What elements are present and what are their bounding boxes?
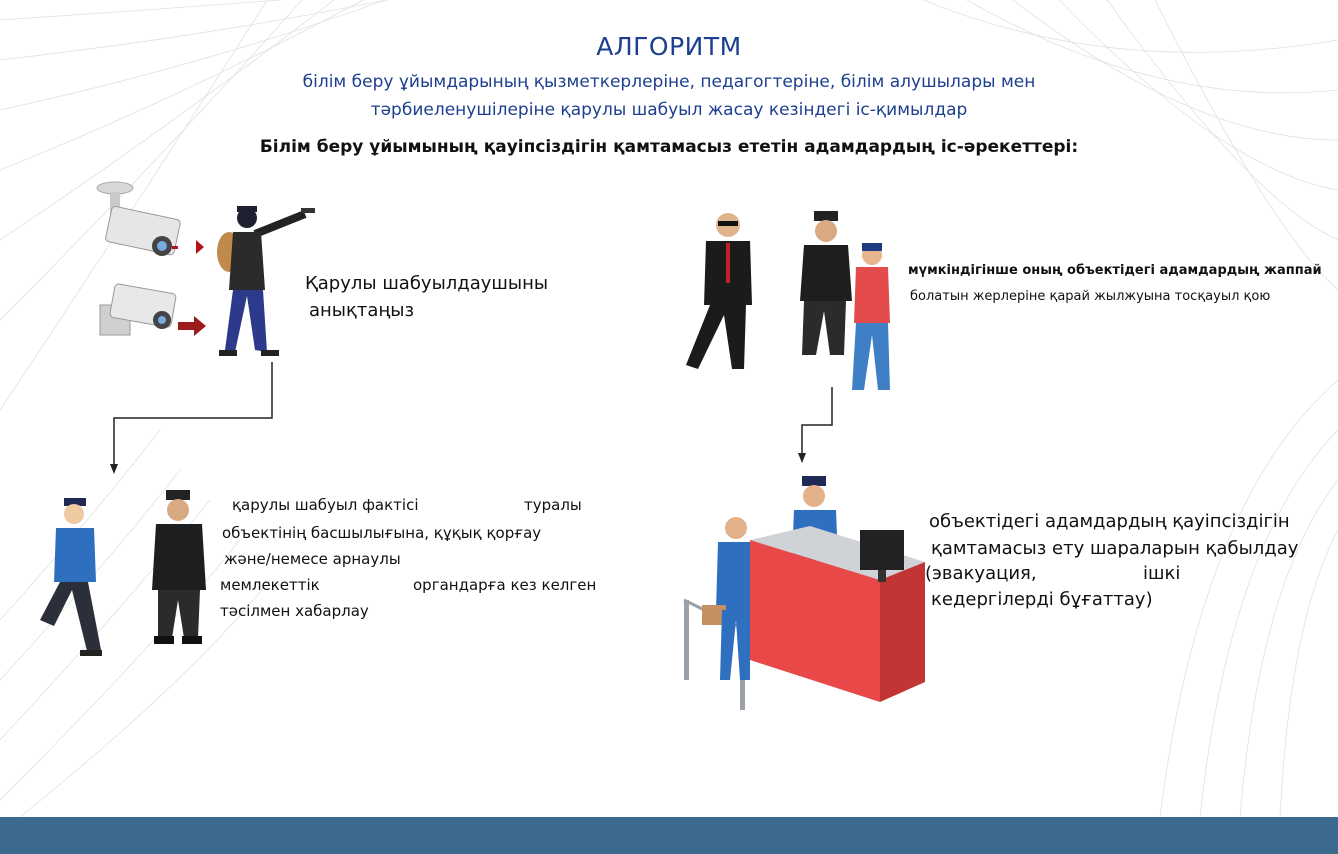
security-blocking-figures xyxy=(686,211,890,390)
reception-desk-illustration xyxy=(683,476,925,710)
secure-measures-text-line4: кедергілерді бұғаттау) xyxy=(931,589,1153,610)
report-text-line2: объектінің басшылығына, құқық қорғау xyxy=(222,524,542,542)
report-text-line4a: мемлекеттік xyxy=(220,576,320,594)
page-subtitle-line1: білім беру ұйымдарының қызметкерлеріне, … xyxy=(302,72,1036,92)
armed-attacker-figure xyxy=(217,206,315,356)
prevent-movement-text-line2: болатын жерлеріне қарай жылжуына тосқауы… xyxy=(910,289,1271,304)
prevent-movement-text-line1: мүмкіндігінше оның объектідегі адамдарды… xyxy=(908,263,1322,278)
page-subtitle-line2: тәрбиеленушілеріне қарулы шабуыл жасау к… xyxy=(370,100,968,120)
surveillance-cameras-illustration xyxy=(96,181,206,336)
report-text-line5: тәсілмен хабарлау xyxy=(220,602,369,620)
report-text-line1a: қарулы шабуыл фактісі xyxy=(232,496,419,514)
section-heading: Білім беру ұйымының қауіпсіздігін қамтам… xyxy=(259,137,1079,157)
page-title: АЛГОРИТМ xyxy=(596,32,742,61)
report-text-line4b: органдарға кез келген xyxy=(413,576,597,594)
identify-attacker-text-line2: анықтаңыз xyxy=(309,300,415,321)
footer-bar xyxy=(0,817,1338,854)
guards-calling-figures xyxy=(40,490,206,656)
secure-measures-text-line2: қамтамасыз ету шараларын қабылдау xyxy=(931,538,1299,559)
secure-measures-text-line3a: (эвакуация, xyxy=(925,563,1037,584)
connector-arrow-left xyxy=(110,362,273,474)
connector-arrow-right xyxy=(798,387,833,463)
report-text-line3: және/немесе арнаулы xyxy=(224,550,401,568)
secure-measures-text-line3b: ішкі xyxy=(1143,563,1181,584)
secure-measures-text-line1: объектідегі адамдардың қауіпсіздігін xyxy=(929,511,1290,532)
report-text-line1b: туралы xyxy=(524,496,582,514)
identify-attacker-text-line1: Қарулы шабуылдаушыны xyxy=(305,273,549,294)
